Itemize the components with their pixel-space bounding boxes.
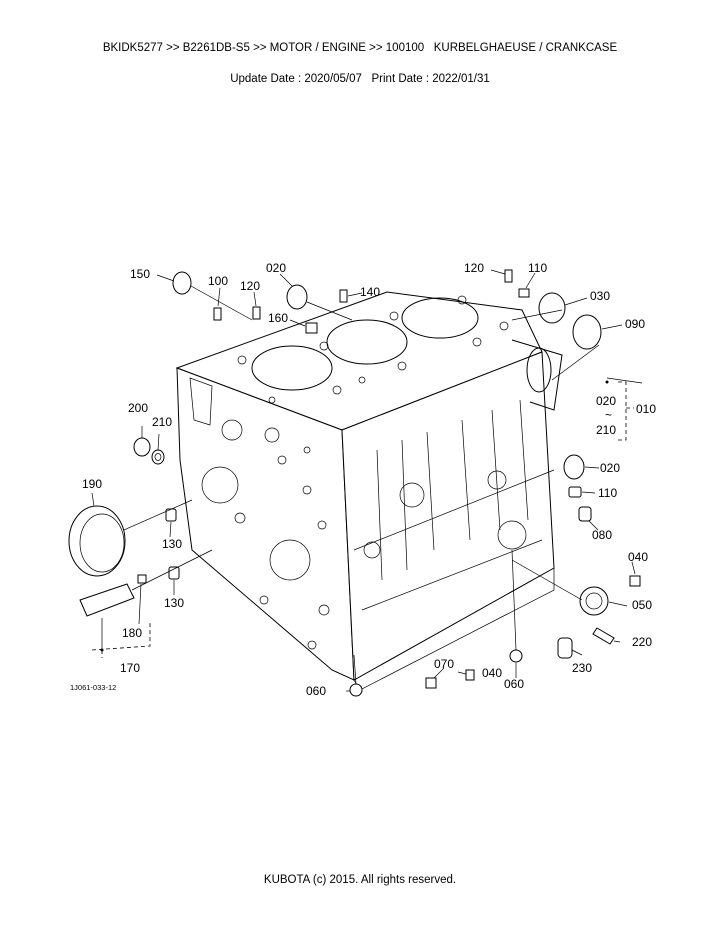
callout-170: 170 (120, 661, 140, 675)
callout-050: 050 (632, 598, 652, 612)
callout-020: 020 (600, 461, 620, 475)
callout-110: 110 (598, 486, 617, 500)
callout-130: 130 (162, 537, 182, 551)
callout-210: 210 (596, 423, 616, 437)
leader-lines (91, 269, 643, 692)
copyright-footer: KUBOTA (c) 2015. All rights reserved. (263, 874, 457, 886)
callout-230: 230 (572, 661, 592, 675)
callout-200: 200 (128, 401, 148, 415)
part-callouts: 150 100 120 020 140 120 110 030 090 160 … (70, 261, 656, 698)
callout-030: 030 (590, 289, 610, 303)
callout-060: 060 (504, 677, 524, 691)
callout-100: 100 (208, 274, 228, 288)
callout-160: 160 (268, 311, 288, 325)
callout-110: 110 (528, 261, 547, 275)
callout-010: 010 (636, 402, 656, 416)
date-info: Update Date : 2020/05/07 Print Date : 20… (230, 73, 490, 85)
callout-180: 180 (122, 626, 142, 640)
callout-140: 140 (360, 285, 380, 299)
figure-code: 1J061-033-12 (70, 683, 116, 692)
callout-120: 120 (464, 261, 484, 275)
callout-120: 120 (240, 279, 260, 293)
callout-080: 080 (592, 528, 612, 542)
callout-210: 210 (152, 415, 172, 429)
exploded-parts-diagram: 150 100 120 020 140 120 110 030 090 160 … (68, 261, 656, 698)
crankcase-block (175, 291, 563, 691)
loose-parts (68, 269, 641, 697)
callout-070: 070 (434, 657, 454, 671)
callout-190: 190 (82, 477, 102, 491)
callout-range-tilde: ~ (605, 408, 612, 422)
callout-040: 040 (628, 550, 648, 564)
callout-220: 220 (632, 635, 652, 649)
breadcrumb: BKIDK5277 >> B2261DB-S5 >> MOTOR / ENGIN… (102, 42, 618, 54)
callout-020: 020 (596, 394, 616, 408)
callout-090: 090 (625, 317, 645, 331)
callout-060: 060 (306, 684, 326, 698)
callout-130: 130 (164, 596, 184, 610)
callout-040: 040 (482, 666, 502, 680)
callout-150: 150 (130, 267, 150, 281)
callout-020: 020 (266, 261, 286, 275)
